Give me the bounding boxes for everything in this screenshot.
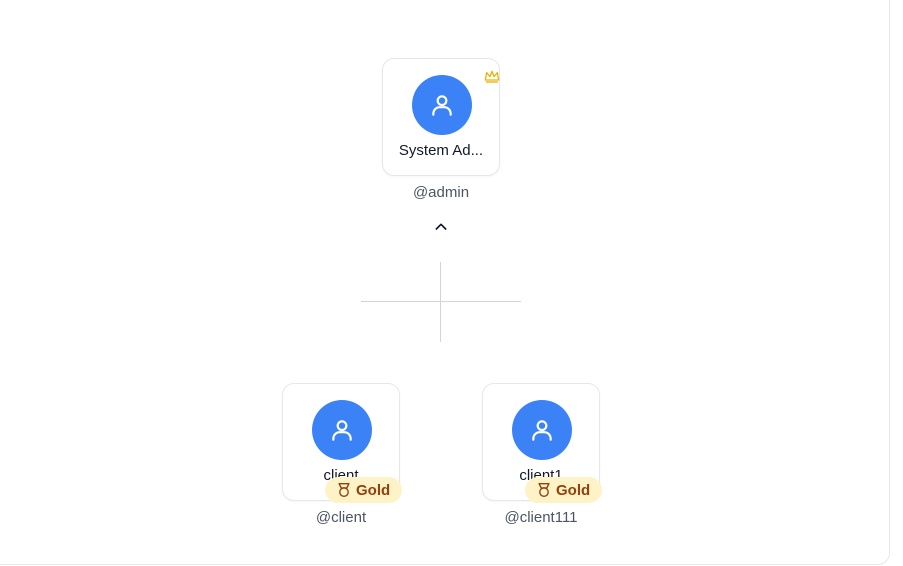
user-icon [432, 95, 452, 116]
node-handle: @admin [412, 184, 470, 201]
avatar [512, 400, 572, 460]
chevron-up-icon[interactable] [433, 219, 449, 240]
avatar [412, 75, 472, 135]
tier-badge: Gold [325, 477, 403, 503]
medal-icon [538, 483, 550, 497]
tier-label: Gold [556, 481, 591, 499]
root-node-card[interactable]: System Ad... [382, 58, 500, 176]
avatar [312, 400, 372, 460]
node-name: System Ad... [398, 142, 484, 159]
node-handle: @client [315, 509, 367, 526]
tier-label: Gold [356, 481, 391, 499]
medal-icon [338, 483, 350, 497]
node-handle: @client111 [504, 509, 578, 526]
connector-vertical [440, 262, 441, 342]
user-icon [532, 420, 552, 441]
user-icon [332, 420, 352, 441]
crown-icon [484, 69, 500, 88]
connector-horizontal [361, 301, 521, 302]
tier-badge: Gold [525, 477, 603, 503]
